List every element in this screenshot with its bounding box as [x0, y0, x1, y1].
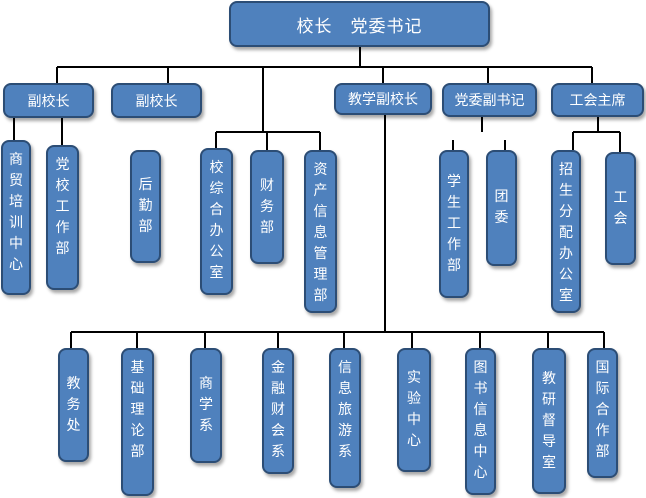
- node-international-cooperation: 国际合作部: [587, 348, 618, 478]
- node-labor-union: 工会: [605, 152, 636, 265]
- node-vice-principal-1: 副校长: [3, 83, 94, 118]
- node-academic-affairs: 教务处: [58, 348, 89, 462]
- node-trade-training-center: 商贸培训中心: [1, 140, 31, 295]
- node-principal-party-secretary: 校长 党委书记: [229, 1, 490, 47]
- node-asset-info-management: 资产信息管理部: [304, 150, 337, 313]
- node-basic-theory: 基础理论部: [121, 348, 154, 496]
- node-party-school-office: 党校工作部: [46, 145, 79, 290]
- node-finance: 财务部: [250, 150, 284, 264]
- node-student-affairs: 学生工作部: [439, 150, 469, 298]
- node-general-office: 校综合办公室: [200, 148, 233, 295]
- node-teaching-supervision: 教研督导室: [532, 348, 566, 494]
- node-library-info-center: 图书信息中心: [465, 348, 496, 495]
- node-youth-league: 团委: [486, 150, 517, 266]
- node-info-tourism: 信息旅游系: [329, 348, 361, 488]
- node-logistics: 后勤部: [130, 150, 161, 263]
- node-admissions-office: 招生分配办公室: [551, 150, 581, 313]
- node-finance-accounting: 金融财会系: [262, 348, 294, 474]
- node-teaching-vice-principal: 教学副校长: [334, 83, 432, 115]
- node-lab-center: 实验中心: [397, 348, 431, 472]
- node-deputy-party-secretary: 党委副书记: [442, 83, 537, 117]
- node-business-school: 商学系: [190, 348, 222, 463]
- node-vice-principal-2: 副校长: [111, 83, 202, 118]
- node-union-chairman: 工会主席: [551, 83, 644, 117]
